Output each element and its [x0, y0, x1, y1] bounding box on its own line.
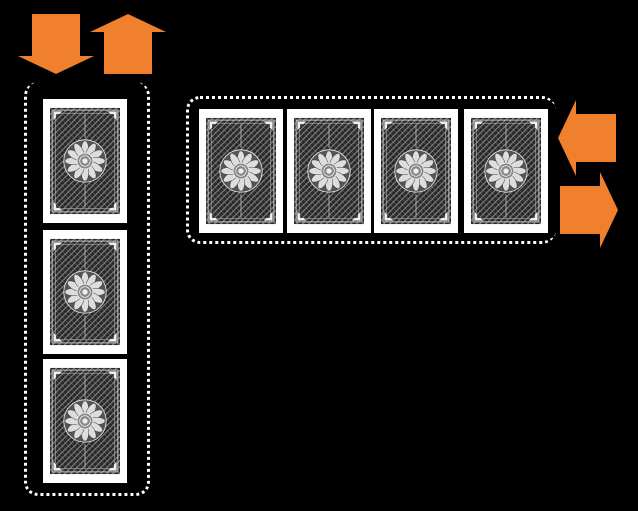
- ornate-card-back-icon: [50, 106, 120, 216]
- ornate-card-back-icon: [50, 366, 120, 476]
- card-back[interactable]: [199, 109, 283, 233]
- card-back[interactable]: [464, 109, 548, 233]
- arrow-right-icon: [560, 172, 618, 248]
- card-back[interactable]: [43, 230, 127, 354]
- horizontal-card-row-outline: [186, 96, 556, 244]
- card-back[interactable]: [287, 109, 371, 233]
- arrow-up-icon: [90, 14, 166, 74]
- card-back[interactable]: [43, 99, 127, 223]
- arrow-left-icon: [558, 100, 616, 176]
- ornate-card-back-icon: [294, 116, 364, 226]
- card-back[interactable]: [374, 109, 458, 233]
- arrow-down-icon: [18, 14, 94, 74]
- ornate-card-back-icon: [50, 237, 120, 347]
- card-back[interactable]: [43, 359, 127, 483]
- ornate-card-back-icon: [381, 116, 451, 226]
- ornate-card-back-icon: [471, 116, 541, 226]
- vertical-card-stack-outline: [24, 82, 150, 496]
- ornate-card-back-icon: [206, 116, 276, 226]
